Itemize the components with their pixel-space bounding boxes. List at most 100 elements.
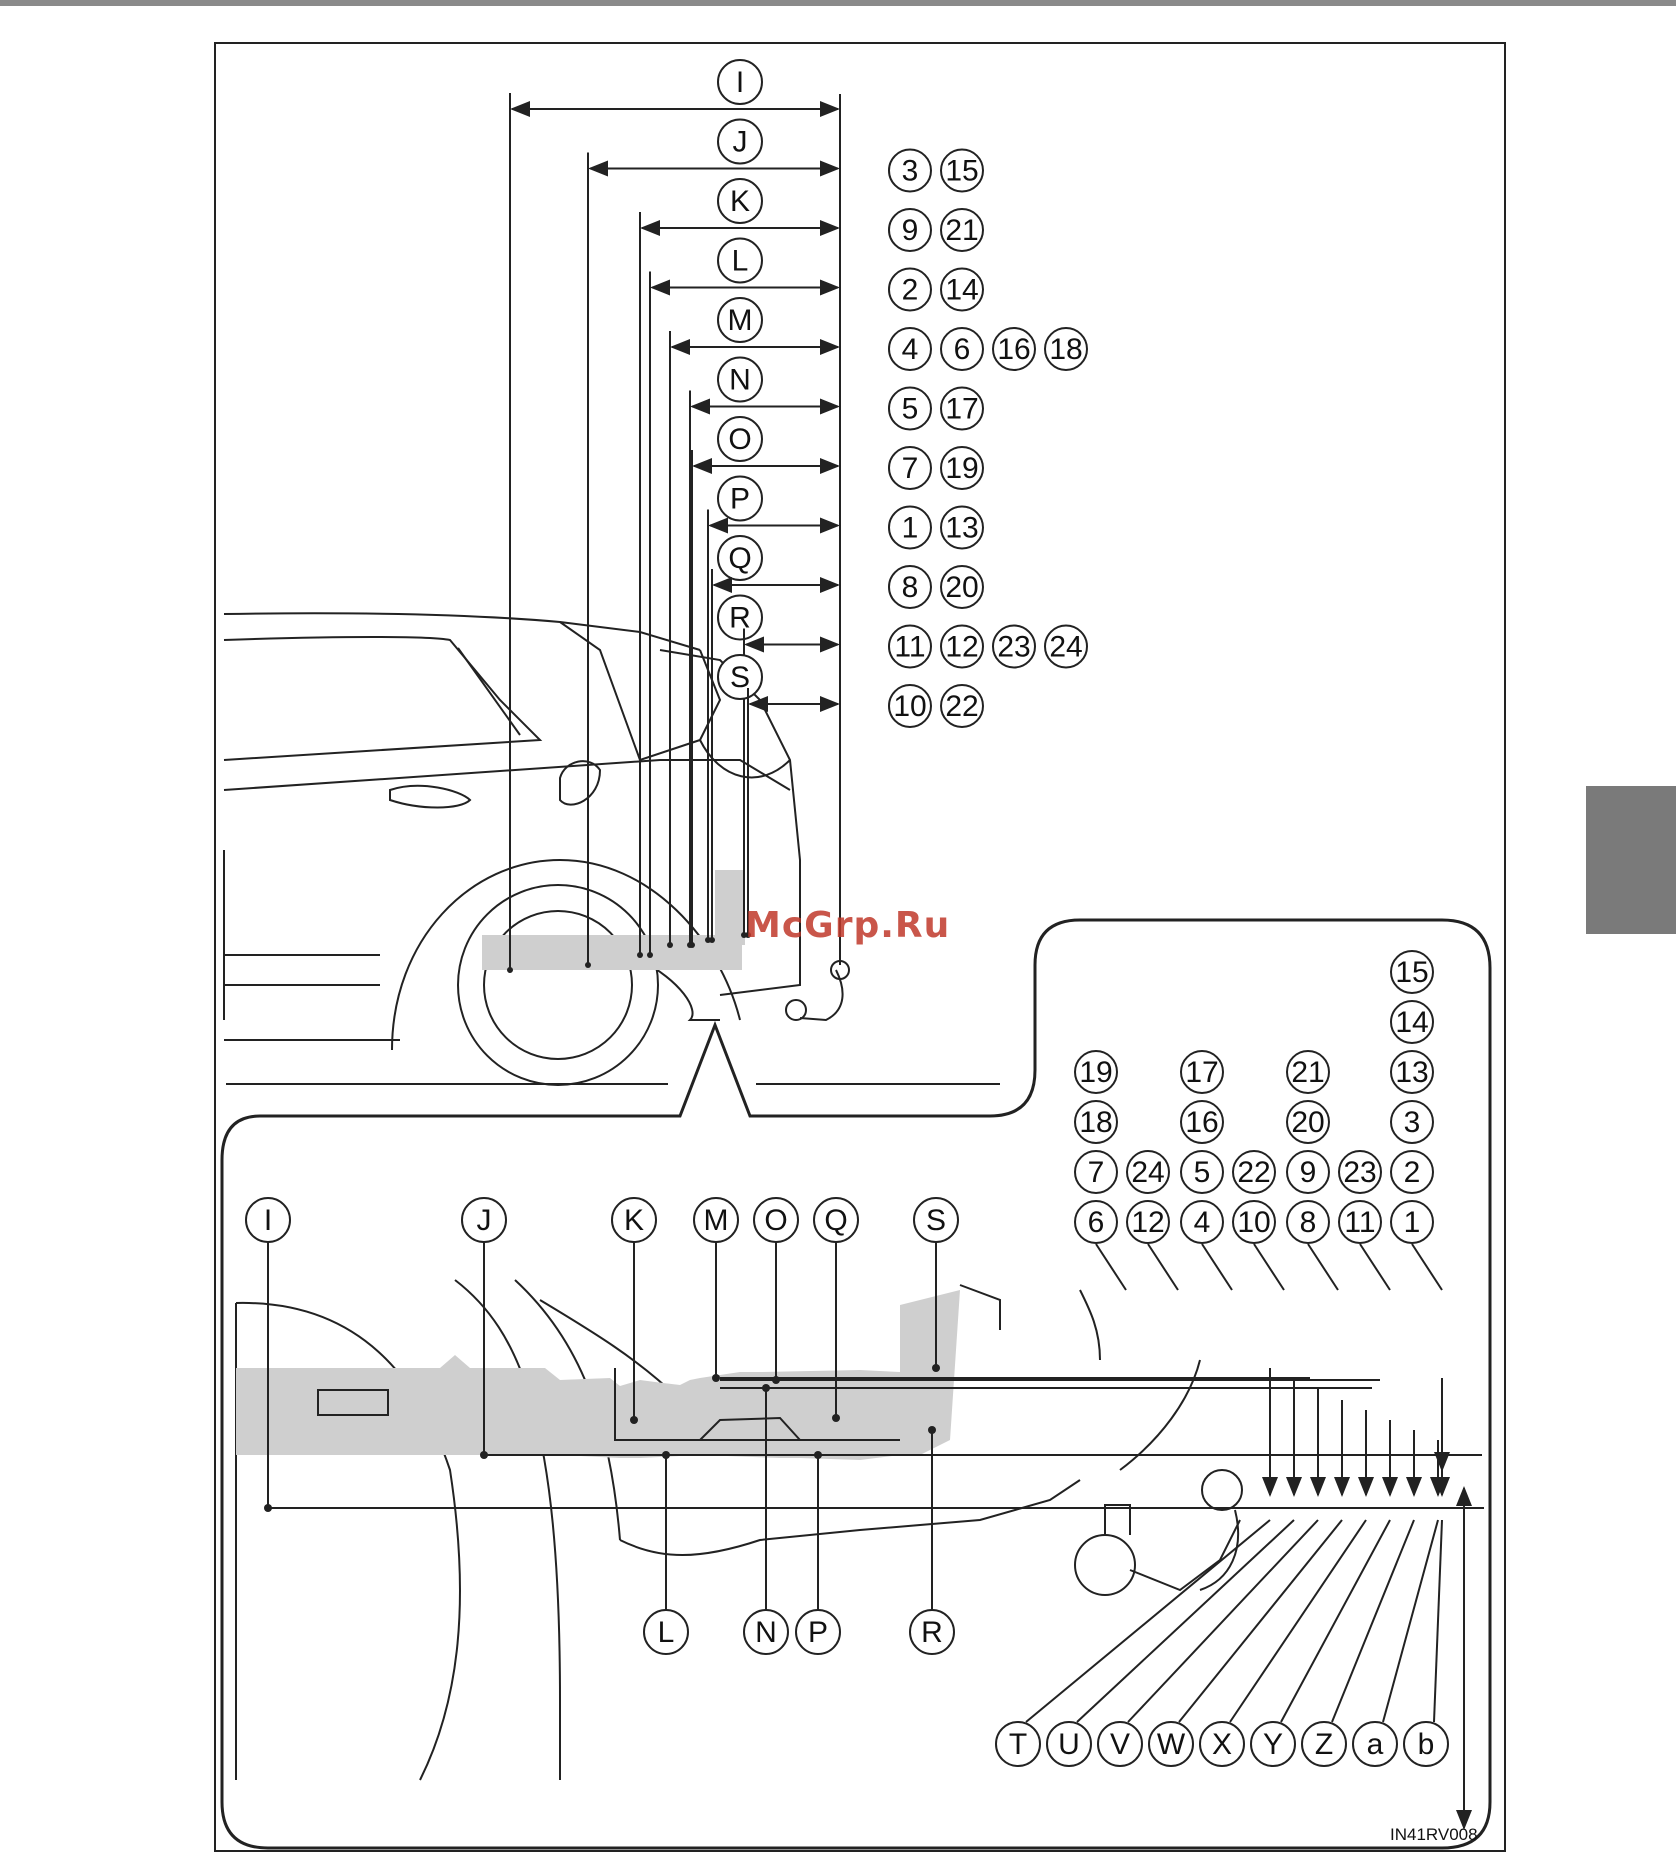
detail-number-18: 18: [1075, 1101, 1117, 1143]
detail-number-2-text: 2: [1404, 1156, 1421, 1189]
height-letter-T: T: [996, 1722, 1040, 1766]
dimension-number-20-text: 20: [945, 571, 978, 604]
detail-number-17-text: 17: [1185, 1056, 1218, 1089]
dimension-number-11-text: 11: [894, 631, 925, 664]
detail-number-12-text: 12: [1131, 1206, 1164, 1239]
dimension-number-8: 8: [889, 566, 931, 608]
dimension-number-21-text: 21: [945, 214, 978, 247]
detail-number-20-text: 20: [1291, 1106, 1324, 1139]
detail-number-19: 19: [1075, 1051, 1117, 1093]
detail-number-8-text: 8: [1300, 1206, 1317, 1239]
dimension-number-15-text: 15: [945, 155, 978, 188]
dimension-number-23: 23: [993, 626, 1035, 668]
dimension-number-18-text: 18: [1049, 333, 1082, 366]
detail-leader: [1308, 1244, 1338, 1290]
detail-number-9: 9: [1287, 1151, 1329, 1193]
watermark-text: McGrp.Ru: [745, 905, 950, 946]
dimension-letter-I: I: [718, 60, 762, 104]
detail-letter-M-text: M: [704, 1204, 729, 1237]
dimension-number-4-text: 4: [902, 333, 919, 366]
dimension-number-4: 4: [889, 328, 931, 370]
height-leader-a: [1383, 1520, 1438, 1722]
dimension-number-9: 9: [889, 209, 931, 251]
dimension-number-10-text: 10: [893, 690, 926, 723]
detail-letter-R: R: [910, 1610, 954, 1654]
detail-number-21-text: 21: [1291, 1056, 1324, 1089]
detail-number-16: 16: [1181, 1101, 1223, 1143]
dimension-point-M: [667, 942, 673, 948]
detail-point-Q: [832, 1414, 840, 1422]
detail-number-3: 3: [1391, 1101, 1433, 1143]
dimension-number-13-text: 13: [945, 512, 978, 545]
detail-number-11-text: 11: [1344, 1206, 1375, 1239]
detail-letter-I: I: [246, 1198, 290, 1242]
dimension-number-6: 6: [941, 328, 983, 370]
detail-number-16-text: 16: [1185, 1106, 1218, 1139]
dimension-number-16: 16: [993, 328, 1035, 370]
height-letter-Z-text: Z: [1315, 1728, 1333, 1761]
detail-point-S: [932, 1364, 940, 1372]
dimension-number-19: 19: [941, 447, 983, 489]
height-letter-Y-text: Y: [1263, 1728, 1283, 1761]
dimension-number-22-text: 22: [945, 690, 978, 723]
detail-number-9-text: 9: [1300, 1156, 1317, 1189]
detail-number-24: 24: [1127, 1151, 1169, 1193]
dimension-point-I: [507, 967, 513, 973]
dimension-letter-O-text: O: [728, 423, 751, 456]
detail-number-10-text: 10: [1237, 1206, 1270, 1239]
detail-number-4-text: 4: [1194, 1206, 1211, 1239]
detail-number-14-text: 14: [1395, 1006, 1428, 1039]
height-leader-b: [1434, 1520, 1442, 1722]
detail-letter-P-text: P: [808, 1616, 828, 1649]
height-letter-V: V: [1098, 1722, 1142, 1766]
detail-letter-S: S: [914, 1198, 958, 1242]
height-letter-V-text: V: [1110, 1728, 1130, 1761]
detail-number-13: 13: [1391, 1051, 1433, 1093]
dimension-letter-K: K: [718, 179, 762, 223]
height-leader-T: [1026, 1520, 1270, 1722]
dimension-number-23-text: 23: [997, 631, 1030, 664]
detail-number-20: 20: [1287, 1101, 1329, 1143]
dimension-letter-S: S: [718, 655, 762, 699]
car-rear-side-view: [224, 613, 1000, 1085]
dimension-number-1: 1: [889, 507, 931, 549]
upper-frame-shade: [482, 935, 742, 970]
dimension-letter-Q: Q: [718, 536, 762, 580]
height-letter-U: U: [1047, 1722, 1091, 1766]
dimension-letter-N: N: [718, 358, 762, 402]
detail-number-23-text: 23: [1343, 1156, 1376, 1189]
detail-number-23: 23: [1339, 1151, 1381, 1193]
dimension-number-19-text: 19: [945, 452, 978, 485]
dimension-number-12-text: 12: [945, 631, 978, 664]
dimension-number-21: 21: [941, 209, 983, 251]
detail-number-11: 11: [1339, 1201, 1381, 1243]
dimension-letter-L-text: L: [732, 245, 749, 278]
dimension-number-11: 11: [889, 626, 931, 668]
detail-letter-L: L: [644, 1610, 688, 1654]
upper-bumper-shade: [715, 870, 745, 945]
height-letter-b: b: [1404, 1722, 1448, 1766]
height-letter-Z: Z: [1302, 1722, 1346, 1766]
dimension-number-14: 14: [941, 269, 983, 311]
detail-number-6: 6: [1075, 1201, 1117, 1243]
detail-number-22: 22: [1233, 1151, 1275, 1193]
detail-number-22-text: 22: [1237, 1156, 1270, 1189]
detail-leader: [1360, 1244, 1390, 1290]
dimension-letter-P: P: [718, 477, 762, 521]
detail-number-8: 8: [1287, 1201, 1329, 1243]
dimension-letter-P-text: P: [730, 483, 750, 516]
dimension-number-1-text: 1: [902, 512, 919, 545]
detail-letter-J-text: J: [477, 1204, 492, 1237]
height-leader-V: [1128, 1520, 1318, 1722]
dimension-letter-J: J: [718, 120, 762, 164]
height-letter-a-text: a: [1367, 1728, 1384, 1761]
dimension-letter-N-text: N: [729, 364, 751, 397]
detail-letter-I-text: I: [264, 1204, 272, 1237]
detail-letter-K: K: [612, 1198, 656, 1242]
detail-number-5-text: 5: [1194, 1156, 1211, 1189]
dimension-number-9-text: 9: [902, 214, 919, 247]
dimension-number-12: 12: [941, 626, 983, 668]
detail-point-K: [630, 1416, 638, 1424]
dimension-point-L: [647, 952, 653, 958]
dimension-letter-L: L: [718, 239, 762, 283]
